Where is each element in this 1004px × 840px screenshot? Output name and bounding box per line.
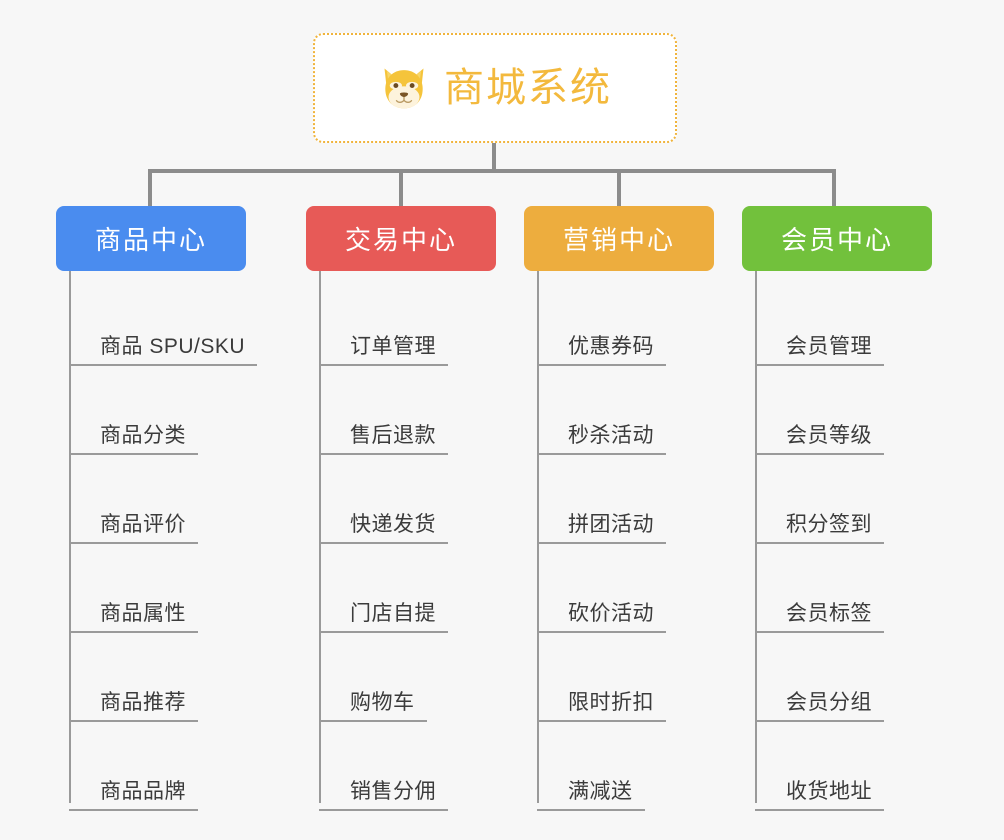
leaf-item[interactable]: 商品分类 <box>56 366 246 455</box>
leaf-item[interactable]: 快递发货 <box>306 455 496 544</box>
leaf-item[interactable]: 会员管理 <box>742 277 932 366</box>
leaf-item[interactable]: 商品推荐 <box>56 633 246 722</box>
leaf-item[interactable]: 会员等级 <box>742 366 932 455</box>
leaf-item-label: 商品分类 <box>69 424 198 455</box>
leaf-item[interactable]: 积分签到 <box>742 455 932 544</box>
leaf-item[interactable]: 优惠券码 <box>524 277 714 366</box>
branch-header-4-label: 会员中心 <box>780 225 893 255</box>
leaf-item[interactable]: 会员分组 <box>742 633 932 722</box>
branch-header-1[interactable]: 商品中心 <box>56 206 246 271</box>
branch-column-3: 营销中心 优惠券码 秒杀活动 拼团活动 砍价活动 限时折扣 满减送 <box>524 206 714 811</box>
leaf-item-label: 商品评价 <box>69 513 198 544</box>
leaf-item[interactable]: 销售分佣 <box>306 722 496 811</box>
leaf-item[interactable]: 商品品牌 <box>56 722 246 811</box>
leaf-item-label: 销售分佣 <box>319 780 448 811</box>
branch-4-leaf-list: 会员管理 会员等级 积分签到 会员标签 会员分组 收货地址 <box>742 271 932 811</box>
leaf-item[interactable]: 收货地址 <box>742 722 932 811</box>
leaf-item-label: 订单管理 <box>319 335 448 366</box>
shiba-dog-face-icon <box>384 68 424 109</box>
leaf-item-label: 满减送 <box>537 780 645 811</box>
leaf-item[interactable]: 商品属性 <box>56 544 246 633</box>
branch-column-4: 会员中心 会员管理 会员等级 积分签到 会员标签 会员分组 收货地址 <box>742 206 932 811</box>
leaf-item[interactable]: 购物车 <box>306 633 496 722</box>
leaf-item-label: 商品品牌 <box>69 780 198 811</box>
leaf-item[interactable]: 订单管理 <box>306 277 496 366</box>
connector-drop-4 <box>832 169 836 206</box>
leaf-item-label: 门店自提 <box>319 602 448 633</box>
branch-header-3-label: 营销中心 <box>562 225 675 255</box>
branch-3-leaf-list: 优惠券码 秒杀活动 拼团活动 砍价活动 限时折扣 满减送 <box>524 271 714 811</box>
leaf-item-label: 会员管理 <box>755 335 884 366</box>
leaf-item[interactable]: 门店自提 <box>306 544 496 633</box>
leaf-item[interactable]: 拼团活动 <box>524 455 714 544</box>
leaf-item-label: 会员等级 <box>755 424 884 455</box>
branch-header-2-label: 交易中心 <box>344 225 457 255</box>
connector-drop-3 <box>617 169 621 206</box>
branch-column-2: 交易中心 订单管理 售后退款 快递发货 门店自提 购物车 销售分佣 <box>306 206 496 811</box>
leaf-item-label: 积分签到 <box>755 513 884 544</box>
leaf-item-label: 限时折扣 <box>537 691 666 722</box>
leaf-item-label: 秒杀活动 <box>537 424 666 455</box>
root-node-mall-system[interactable]: 商城系统 <box>313 33 677 143</box>
leaf-item[interactable]: 限时折扣 <box>524 633 714 722</box>
connector-drop-2 <box>399 169 403 206</box>
leaf-item-label: 收货地址 <box>755 780 884 811</box>
branch-header-2[interactable]: 交易中心 <box>306 206 496 271</box>
leaf-item-label: 购物车 <box>319 691 427 722</box>
connector-horizontal-bus <box>148 169 836 173</box>
branch-1-leaf-list: 商品 SPU/SKU 商品分类 商品评价 商品属性 商品推荐 商品品牌 <box>56 271 258 811</box>
branch-header-3[interactable]: 营销中心 <box>524 206 714 271</box>
connector-drop-1 <box>148 169 152 206</box>
leaf-item[interactable]: 满减送 <box>524 722 714 811</box>
leaf-item-label: 拼团活动 <box>537 513 666 544</box>
branch-header-1-label: 商品中心 <box>94 225 207 255</box>
leaf-item[interactable]: 商品 SPU/SKU <box>56 277 258 366</box>
leaf-item-label: 会员分组 <box>755 691 884 722</box>
leaf-item-label: 商品推荐 <box>69 691 198 722</box>
leaf-item-label: 会员标签 <box>755 602 884 633</box>
leaf-item[interactable]: 砍价活动 <box>524 544 714 633</box>
leaf-item-label: 售后退款 <box>319 424 448 455</box>
leaf-item-label: 快递发货 <box>319 513 448 544</box>
leaf-item-label: 优惠券码 <box>537 335 666 366</box>
connector-root-stem <box>492 143 496 171</box>
leaf-item[interactable]: 售后退款 <box>306 366 496 455</box>
branch-header-4[interactable]: 会员中心 <box>742 206 932 271</box>
branch-2-leaf-list: 订单管理 售后退款 快递发货 门店自提 购物车 销售分佣 <box>306 271 496 811</box>
branch-column-1: 商品中心 商品 SPU/SKU 商品分类 商品评价 商品属性 商品推荐 商品品牌 <box>56 206 258 811</box>
leaf-item-label: 商品 SPU/SKU <box>69 335 258 366</box>
leaf-item-label: 商品属性 <box>69 602 198 633</box>
root-node-title: 商城系统 <box>444 66 612 110</box>
leaf-item[interactable]: 秒杀活动 <box>524 366 714 455</box>
leaf-item-label: 砍价活动 <box>537 602 666 633</box>
leaf-item[interactable]: 商品评价 <box>56 455 246 544</box>
leaf-item[interactable]: 会员标签 <box>742 544 932 633</box>
